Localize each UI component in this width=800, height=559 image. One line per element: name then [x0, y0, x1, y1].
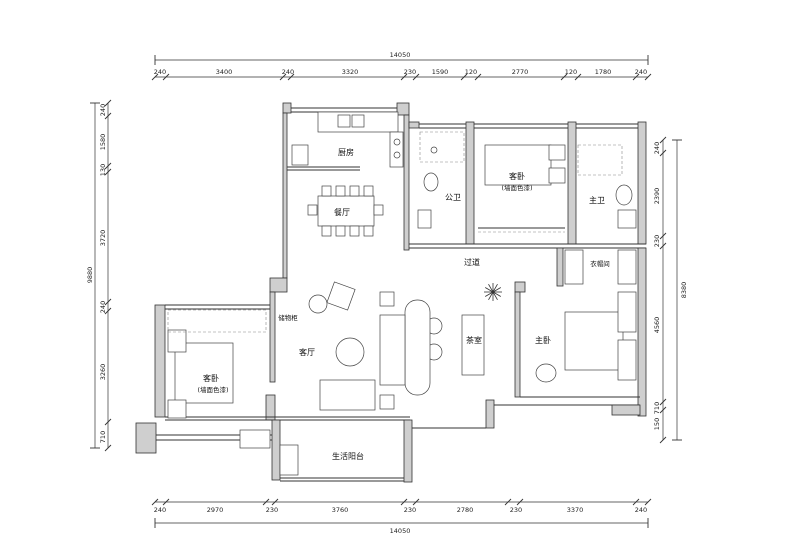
top-dim-8: 2770 — [512, 68, 529, 76]
bottom-dim-8: 3370 — [567, 506, 584, 514]
bottom-dim-1: 240 — [154, 506, 166, 514]
right-dim-2: 2390 — [653, 188, 661, 205]
room-note-guest-bedroom-left: (墙面色漆) — [197, 385, 228, 394]
top-dim-9: 120 — [565, 68, 577, 76]
walls — [135, 102, 647, 483]
top-dim-3: 240 — [282, 68, 294, 76]
right-dim-4: 4560 — [653, 317, 661, 334]
left-total-dimension: 9880 — [86, 267, 94, 284]
bottom-dim-5: 230 — [404, 506, 416, 514]
side-cabinet-label: 储物柜 — [278, 313, 298, 322]
room-label-master-bedroom: 主卧 — [535, 335, 551, 345]
top-dim-6: 1590 — [432, 68, 449, 76]
left-dim-7: 710 — [99, 431, 107, 443]
bottom-dim-4: 3760 — [332, 506, 349, 514]
plant-icon — [484, 283, 502, 301]
left-dim-2: 1580 — [99, 134, 107, 151]
bottom-dim-6: 2780 — [457, 506, 474, 514]
room-label-dining: 餐厅 — [334, 208, 350, 217]
room-label-kitchen: 厨房 — [338, 147, 354, 157]
bottom-total-dimension: 14050 — [390, 527, 411, 535]
right-dim-6: 710 — [653, 402, 661, 414]
room-label-master-bath: 主卫 — [589, 195, 605, 205]
right-dim-1: 240 — [653, 142, 661, 154]
right-total-dimension: 8380 — [680, 282, 688, 299]
furniture — [167, 111, 637, 476]
bottom-dim-3: 230 — [266, 506, 278, 514]
bottom-dimension-chain: 240 2970 230 3760 230 2780 230 3370 240 … — [151, 498, 652, 535]
bottom-dim-9: 240 — [635, 506, 647, 514]
left-dim-3: 130 — [99, 164, 107, 176]
room-label-tea-room: 茶室 — [466, 335, 482, 345]
top-dim-7: 120 — [465, 68, 477, 76]
room-label-public-bath: 公卫 — [445, 193, 461, 202]
room-label-balcony: 生活阳台 — [332, 451, 364, 461]
room-note-guest-bedroom-top: (墙面色漆) — [501, 183, 532, 192]
room-label-living: 客厅 — [299, 347, 315, 357]
left-dim-5: 240 — [99, 301, 107, 313]
right-dim-5: 150 — [653, 418, 661, 430]
left-dim-4: 3720 — [99, 230, 107, 247]
top-dim-5: 230 — [404, 68, 416, 76]
top-dim-4: 3320 — [342, 68, 359, 76]
top-dim-10: 1780 — [595, 68, 612, 76]
left-dimension-chain: 9880 240 1580 130 3720 240 3260 710 — [86, 99, 112, 452]
room-labels: 厨房 餐厅 公卫 客卧 (墙面色漆) 主卫 过道 衣帽间 客厅 储物柜 客卧 (… — [197, 147, 609, 461]
top-dim-1: 240 — [154, 68, 166, 76]
top-dim-2: 3400 — [216, 68, 233, 76]
bottom-dim-7: 230 — [510, 506, 522, 514]
room-label-corridor: 过道 — [464, 257, 480, 267]
room-label-guest-bedroom-top: 客卧 — [509, 171, 525, 181]
top-dim-11: 240 — [635, 68, 647, 76]
top-dimension-chain: 14050 240 3400 240 3320 230 1590 120 277… — [151, 51, 652, 81]
left-dim-1: 240 — [99, 104, 107, 116]
room-label-guest-bedroom-left: 客卧 — [203, 373, 219, 383]
right-dimension-chain: 240 2390 230 4560 150 710 8380 — [653, 136, 688, 444]
room-label-walkin-closet: 衣帽间 — [590, 259, 610, 268]
bottom-dim-2: 2970 — [207, 506, 224, 514]
right-dim-3: 230 — [653, 235, 661, 247]
left-dim-6: 3260 — [99, 364, 107, 381]
top-total-dimension: 14050 — [390, 51, 411, 59]
